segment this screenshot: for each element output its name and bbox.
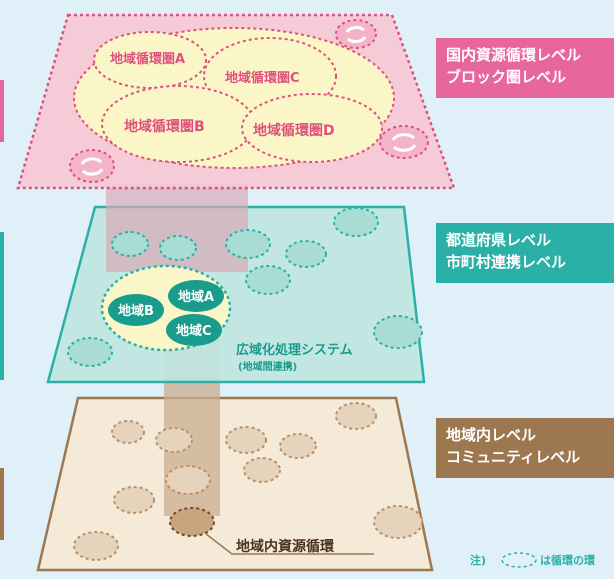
note-prefix: 注)	[470, 553, 486, 567]
recycle-ring-icon	[111, 231, 149, 257]
area-a-label: 地域A	[178, 289, 214, 305]
recycle-ring-icon	[165, 465, 211, 495]
region-a-label: 地域循環圏A	[110, 51, 185, 67]
region-d-ring	[241, 93, 383, 163]
recycle-ring-icon	[335, 19, 377, 49]
region-d-label: 地域循環圏D	[253, 122, 335, 139]
national-level-label: 国内資源循環レベル ブロック圏レベル	[436, 38, 614, 98]
recycle-ring-icon	[379, 125, 429, 159]
edge-tab-tan	[0, 468, 4, 540]
community-level-line2: コミュニティレベル	[446, 448, 581, 466]
community-callout-label: 地域内資源循環	[236, 538, 335, 555]
area-b-label: 地域B	[118, 303, 154, 319]
edge-tab-pink	[0, 80, 4, 142]
edge-tab-teal	[0, 232, 4, 380]
recycle-ring-icon	[245, 265, 291, 295]
area-b-bubble	[108, 294, 164, 326]
recycle-ring-icon	[373, 505, 423, 539]
recycle-ring-icon	[333, 207, 379, 237]
national-level-line1: 国内資源循環レベル	[446, 46, 582, 64]
area-c-label: 地域C	[176, 323, 212, 339]
recycle-ring-icon	[373, 315, 423, 349]
callout-line	[205, 533, 374, 555]
recycle-ring-icon	[73, 531, 119, 561]
region-b-label: 地域循環圏B	[124, 118, 205, 135]
community-level-line1: 地域内レベル	[446, 426, 537, 444]
prefecture-level-label: 都道府県レベル 市町村連携レベル	[436, 223, 614, 283]
community-level-label: 地域内レベル コミュニティレベル	[436, 418, 614, 478]
recycle-ring-icon	[67, 337, 113, 367]
recycle-ring-icon	[111, 420, 145, 444]
prefecture-level-line1: 都道府県レベル	[446, 231, 552, 249]
note-suffix: は循環の環	[540, 553, 596, 567]
region-c-label: 地域循環圏C	[225, 70, 300, 86]
recycle-ring-icon	[225, 426, 267, 454]
area-c-bubble	[166, 314, 222, 346]
recycle-ring-icon	[113, 486, 155, 514]
recycle-ring-icon	[225, 229, 271, 259]
recycle-ring-icon	[155, 427, 193, 453]
note-ring-icon	[501, 552, 537, 568]
recycle-ring-icon	[243, 457, 281, 483]
recycle-ring-icon	[159, 235, 197, 261]
wide-area-system-label: 広域化処理システム	[236, 342, 353, 358]
recycle-ring-icon	[279, 433, 317, 459]
national-level-line2: ブロック圏レベル	[446, 68, 567, 86]
area-a-bubble	[168, 280, 224, 312]
wide-area-system-sublabel: (地域間連携)	[238, 360, 297, 373]
highlighted-recycle-ring	[169, 507, 215, 537]
recycle-ring-icon	[335, 402, 377, 430]
recycle-ring-icon	[285, 240, 327, 268]
prefecture-level-line2: 市町村連携レベル	[446, 253, 567, 271]
recycle-ring-icon	[69, 149, 115, 183]
